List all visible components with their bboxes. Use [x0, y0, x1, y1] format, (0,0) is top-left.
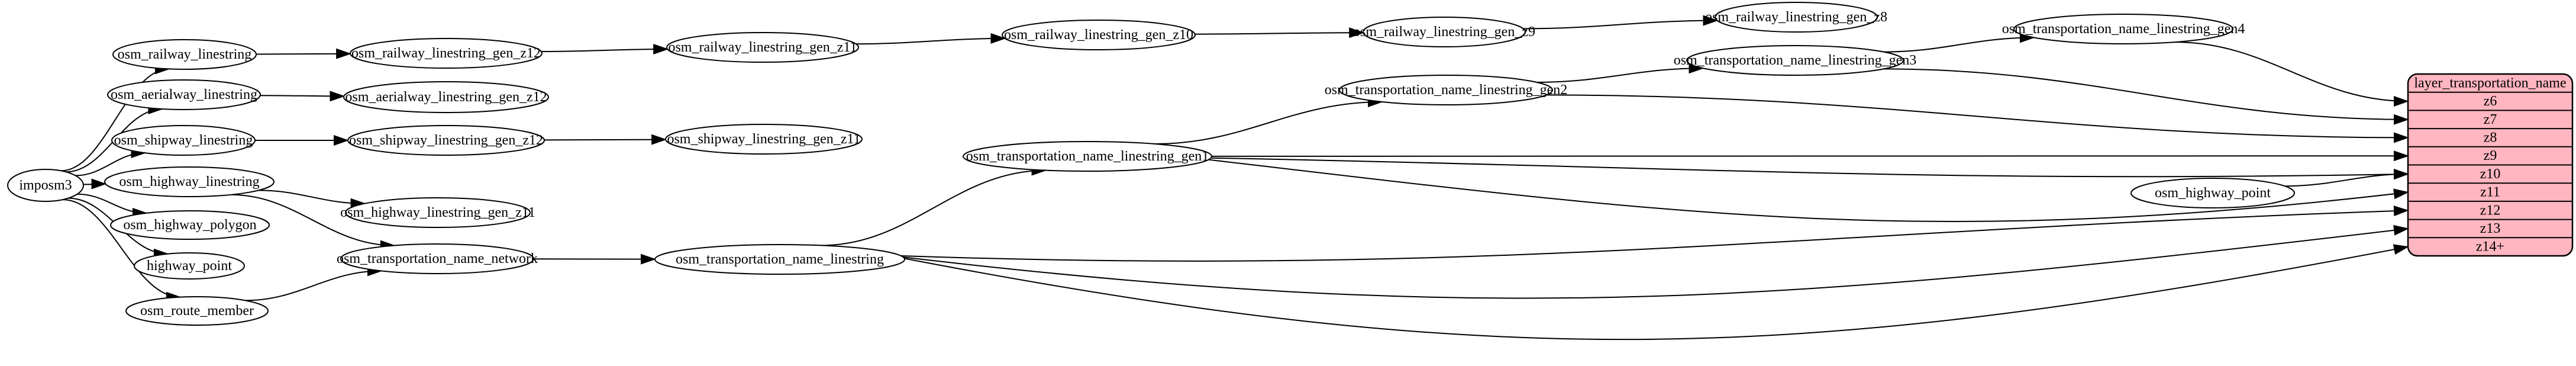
node-osm_highway_linestring_gen_z11: osm_highway_linestring_gen_z11	[340, 197, 535, 228]
node-osm_railway_linestring_gen_z12-shape	[350, 38, 543, 69]
node-osm_railway_linestring_gen_z10: osm_railway_linestring_gen_z10	[1002, 20, 1196, 50]
edge-imposm3-to-osm_highway_polygon	[77, 193, 148, 219]
node-osm_aerialway_linestring_gen_z12: osm_aerialway_linestring_gen_z12	[343, 81, 549, 113]
node-osm_transportation_name_linestring_gen4: osm_transportation_name_linestring_gen4	[2002, 14, 2245, 44]
node-osm_railway_linestring_gen_z9: osm_railway_linestring_gen_z9	[1353, 17, 1535, 47]
edge-osm_transportation_name_linestring-to-osm_transportation_name_linestring_gen1	[821, 165, 1047, 246]
node-osm_transportation_name_linestring_gen1-shape	[963, 141, 1212, 172]
node-osm_shipway_linestring_gen_z12: osm_shipway_linestring_gen_z12	[347, 125, 545, 156]
node-osm_highway_linestring_gen_z11-shape	[345, 197, 531, 228]
edge-imposm3-to-osm_shipway_linestring	[75, 147, 147, 176]
edge-osm_transportation_name_linestring_gen3-to-osm_transportation_name_linestring_gen4	[1883, 32, 2035, 53]
node-osm_highway_point: osm_highway_point	[2130, 178, 2295, 208]
node-osm_railway_linestring_gen_z12: osm_railway_linestring_gen_z12	[350, 38, 543, 69]
edge-osm_transportation_name_linestring_gen1-to-layer_transportation_name-z10	[1210, 157, 2409, 180]
node-osm_transportation_name_linestring_gen3-shape	[1686, 45, 1904, 76]
node-osm_aerialway_linestring_gen_z12-shape	[343, 81, 549, 113]
node-osm_transportation_name_linestring: osm_transportation_name_linestring	[654, 244, 905, 275]
edge-osm_railway_linestring_gen_z11-to-osm_railway_linestring_gen_z10	[856, 33, 1006, 45]
edge-osm_railway_linestring_gen_z9-to-osm_railway_linestring_gen_z8	[1523, 15, 1719, 30]
node-osm_transportation_name_linestring_gen3: osm_transportation_name_linestring_gen3	[1674, 45, 1916, 76]
node-osm_transportation_name_network: osm_transportation_name_network	[337, 243, 538, 274]
edge-imposm3-to-osm_highway_linestring	[83, 178, 107, 190]
node-osm_transportation_name_linestring_gen2-shape	[1339, 75, 1553, 105]
node-osm_shipway_linestring_gen_z12-shape	[347, 125, 545, 156]
edge-osm_transportation_name_linestring-to-layer_transportation_name-z14+	[904, 244, 2409, 341]
node-osm_highway_linestring: osm_highway_linestring	[104, 166, 275, 197]
node-osm_highway_point-shape	[2130, 178, 2295, 208]
edge-osm_route_member-to-osm_transportation_name_network	[245, 265, 383, 301]
node-osm_shipway_linestring_gen_z11: osm_shipway_linestring_gen_z11	[665, 124, 863, 155]
node-osm_railway_linestring_gen_z9-shape	[1363, 17, 1526, 47]
edge-osm_transportation_name_linestring_gen1-to-layer_transportation_name-z11	[1208, 159, 2409, 223]
edge-osm_railway_linestring_gen_z12-to-osm_railway_linestring_gen_z11	[541, 44, 669, 55]
edge-osm_railway_linestring_gen_z10-to-osm_railway_linestring_gen_z9	[1195, 27, 1365, 38]
node-osm_railway_linestring_gen_z8: osm_railway_linestring_gen_z8	[1705, 2, 1887, 33]
node-osm_railway_linestring-shape	[112, 39, 257, 70]
edge-osm_aerialway_linestring-to-osm_aerialway_linestring_gen_z12	[260, 91, 346, 102]
node-osm_transportation_name_network-shape	[340, 243, 534, 274]
node-osm_railway_linestring_gen_z11-shape	[666, 32, 859, 63]
edge-imposm3-to-osm_railway_linestring	[61, 63, 170, 172]
node-imposm3: imposm3	[7, 169, 84, 202]
node-osm_aerialway_linestring-shape	[107, 79, 261, 110]
node-osm_transportation_name_linestring_gen4-shape	[2013, 14, 2233, 44]
node-osm_shipway_linestring: osm_shipway_linestring	[111, 125, 256, 156]
edge-imposm3-to-osm_route_member	[63, 199, 182, 303]
edge-osm_highway_linestring-to-osm_highway_linestring_gen_z11	[258, 190, 366, 209]
node-osm_highway_linestring-shape	[104, 166, 275, 197]
edge-layer	[61, 15, 2409, 341]
node-highway_point-shape	[134, 252, 245, 280]
node-highway_point: highway_point	[134, 252, 245, 280]
node-osm_railway_linestring_gen_z11: osm_railway_linestring_gen_z11	[666, 32, 859, 63]
node-osm_highway_polygon: osm_highway_polygon	[110, 210, 270, 240]
node-osm_transportation_name_linestring_gen2: osm_transportation_name_linestring_gen2	[1325, 75, 1567, 105]
node-osm_railway_linestring: osm_railway_linestring	[112, 39, 257, 70]
node-osm_shipway_linestring_gen_z11-shape	[665, 124, 863, 155]
edge-osm_highway_point-to-layer_transportation_name-z10	[2284, 168, 2409, 187]
node-osm_transportation_name_linestring_gen1: osm_transportation_name_linestring_gen1	[963, 141, 1212, 172]
edge-osm_highway_linestring-to-osm_transportation_name_network	[231, 194, 396, 251]
node-osm_highway_polygon-shape	[110, 210, 270, 240]
record-layer_transportation_name: layer_transportation_namez6z7z8z9z10z11z…	[2407, 73, 2574, 257]
node-layer: imposm3 osm_railway_linestring osm_aerialw…	[7, 2, 2295, 326]
edge-osm_transportation_name_linestring_gen3-to-layer_transportation_name-z7	[1883, 68, 2409, 125]
node-osm_transportation_name_linestring-shape	[654, 244, 905, 275]
node-osm_route_member-shape	[125, 296, 269, 326]
node-osm_route_member: osm_route_member	[125, 296, 269, 326]
edge-osm_transportation_name_linestring-to-layer_transportation_name-z12	[900, 206, 2409, 262]
node-osm_railway_linestring_gen_z10-shape	[1002, 20, 1196, 50]
edge-osm_transportation_name_linestring_gen2-to-layer_transportation_name-z8	[1546, 94, 2409, 143]
edge-osm_transportation_name_linestring_gen1-to-osm_transportation_name_linestring_gen2	[1154, 97, 1383, 145]
node-osm_aerialway_linestring: osm_aerialway_linestring	[107, 79, 261, 110]
node-osm_railway_linestring_gen_z8-shape	[1715, 2, 1878, 33]
edge-osm_transportation_name_linestring-to-layer_transportation_name-z13	[903, 224, 2409, 299]
node-imposm3-shape	[7, 169, 84, 202]
edge-osm_transportation_name_linestring_gen2-to-osm_transportation_name_linestring_gen3	[1536, 63, 1705, 83]
edge-osm_transportation_name_linestring_gen4-to-layer_transportation_name-z6	[2174, 41, 2409, 107]
node-osm_shipway_linestring-shape	[111, 125, 256, 156]
